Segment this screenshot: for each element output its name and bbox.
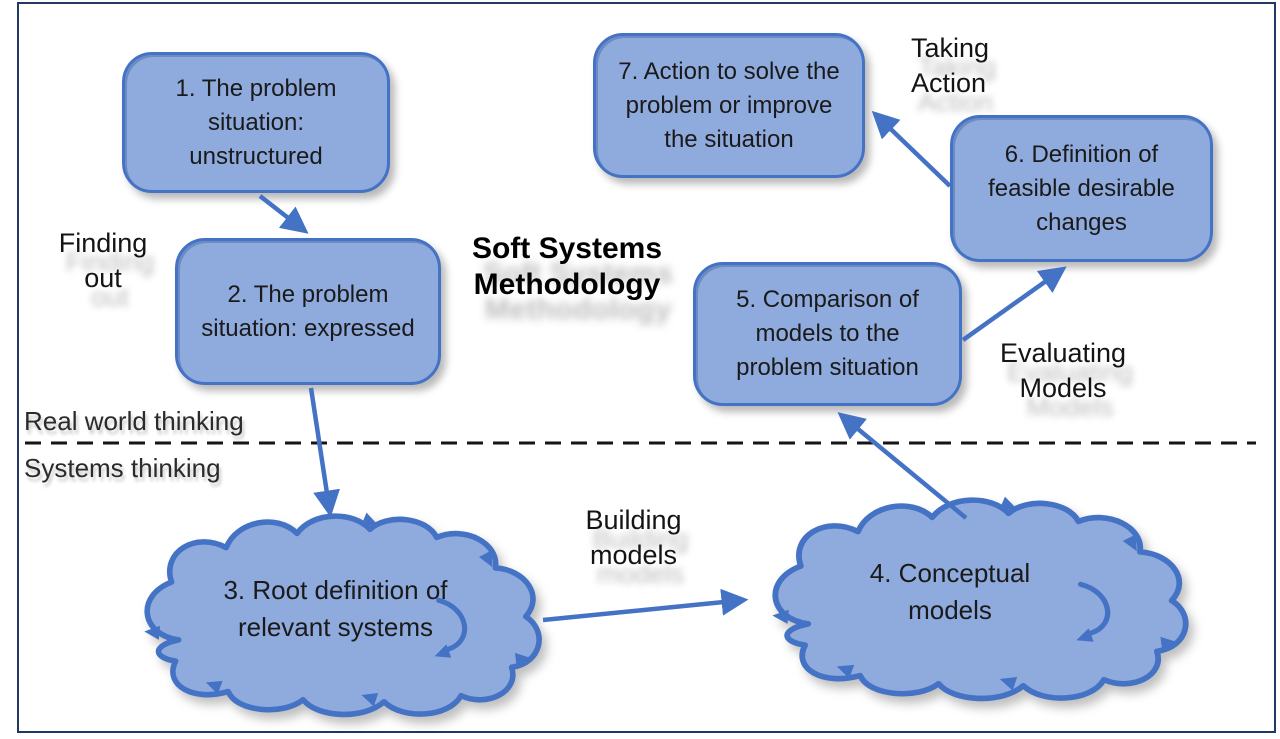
cloud-bump-arrow-icon: [999, 676, 1018, 691]
label-evaluating-models: Evaluating Models: [999, 338, 1127, 403]
label-building-models: Building models: [585, 505, 682, 570]
cloud-outline: [144, 513, 542, 718]
label-real-world-thinking: Real world thinking: [24, 406, 244, 436]
cloud-bump-arrow-icon: [205, 680, 223, 695]
label-systems-thinking: Systems thinking: [24, 453, 221, 483]
cloud-bump-arrow-icon: [1122, 534, 1137, 552]
cloud-bump-arrow-icon: [772, 609, 789, 624]
cloud-bump-arrow-icon: [1076, 628, 1094, 642]
stage-4-label: 4. Conceptual models: [869, 558, 1031, 625]
arrow-5-to-6-icon: [961, 266, 1067, 342]
stage-1-box: 1. The problem situation: unstructured: [122, 52, 390, 193]
arrow-6-to-7-icon: [871, 110, 952, 188]
cloud-inner-swirl: [436, 597, 468, 652]
stage-3-label: 3. Root definition of relevant systems: [223, 575, 448, 642]
cloud-bump-arrow-icon: [361, 692, 379, 707]
cloud-bump-arrow-icon: [836, 664, 855, 679]
stage-2-box: 2. The problem situation: expressed: [175, 238, 441, 385]
arrow-3-to-4-icon: [542, 588, 749, 623]
cloud-bump-arrow-icon: [361, 512, 378, 526]
arrow-1-to-2-icon: [258, 194, 309, 234]
cloud-outline: [772, 497, 1189, 702]
arrow-2-to-3-icon: [308, 387, 340, 518]
stage-3-cloud: [144, 512, 542, 718]
stage-5-box: 5. Comparison of models to the problem s…: [693, 262, 962, 406]
label-finding-out: Finding out: [58, 228, 148, 293]
label-taking-action: Taking Action: [911, 33, 990, 98]
cloud-bump-arrow-icon: [514, 652, 529, 670]
cloud-bump-arrow-icon: [479, 550, 493, 568]
stage-7-box: 7. Action to solve the problem or improv…: [593, 33, 865, 178]
cloud-bump-arrow-icon: [144, 625, 161, 640]
cloud-bump-arrow-icon: [434, 644, 452, 658]
cloud-bump-arrow-icon: [1160, 636, 1175, 654]
stage-4-cloud: [772, 496, 1189, 702]
diagram-title: Soft Systems Methodology: [471, 232, 663, 301]
cloud-inner-swirl: [1077, 581, 1111, 636]
stage-6-box: 6. Definition of feasible desirable chan…: [950, 115, 1213, 262]
cloud-bump-arrow-icon: [999, 496, 1017, 510]
